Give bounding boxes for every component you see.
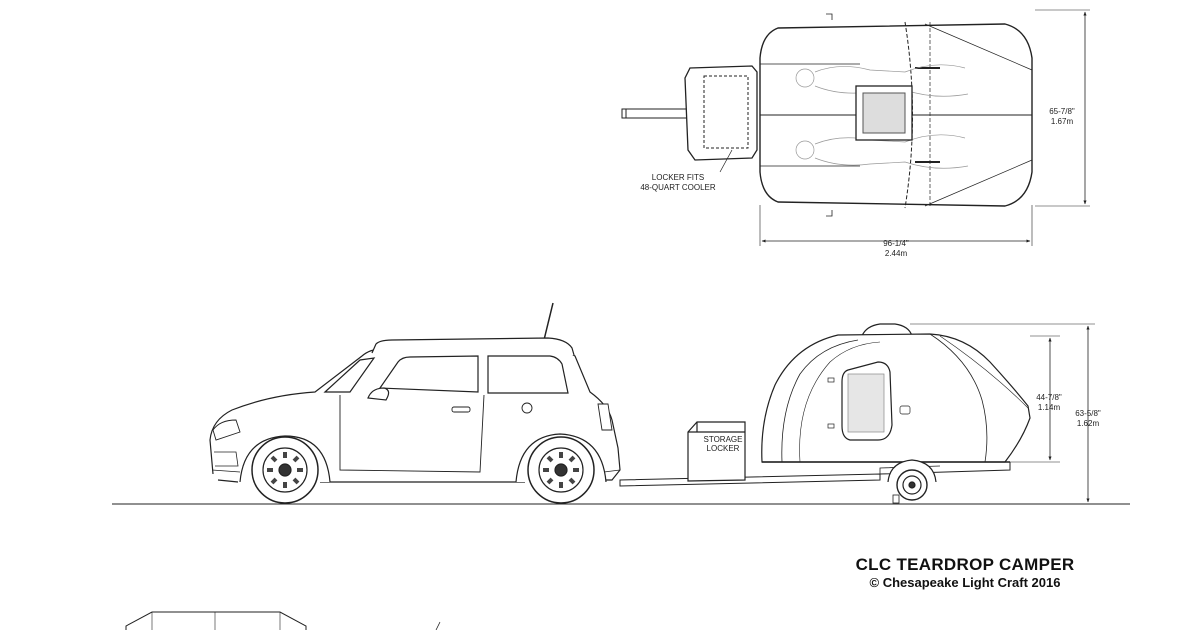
body-height-dimension (1010, 335, 1060, 463)
length-dimension (759, 205, 1033, 246)
trailer-tongue-plan (621, 108, 693, 119)
storage-locker-label-line1: STORAGE (704, 435, 743, 444)
length-metric-label: 2.44m (885, 249, 908, 258)
car-front-wheel (251, 436, 319, 504)
body-height-imperial-label: 44-7/8" (1036, 393, 1062, 402)
camper-body-side (761, 323, 1031, 475)
camper-wheel (887, 459, 937, 504)
width-imperial-label: 65-7/8" (1049, 107, 1075, 116)
locker-note-line1: LOCKER FITS (652, 173, 704, 182)
copyright-line: © Chesapeake Light Craft 2016 (869, 575, 1061, 590)
width-metric-label: 1.67m (1051, 117, 1074, 126)
side-view (112, 302, 1130, 505)
drawing-title: CLC TEARDROP CAMPER (855, 555, 1075, 574)
total-height-imperial-label: 63-5/8" (1075, 409, 1101, 418)
total-height-dimension (910, 323, 1095, 505)
storage-locker-plan (684, 65, 758, 161)
car-rear-wheel (527, 436, 595, 504)
length-imperial-label: 96-1/4" (883, 239, 909, 248)
trailer-tongue-side (619, 473, 881, 487)
total-height-metric-label: 1.62m (1077, 419, 1100, 428)
title-block: CLC TEARDROP CAMPER © Chesapeake Light C… (830, 555, 1100, 591)
locker-note-line2: 48-QUART COOLER (640, 183, 716, 192)
body-height-metric-label: 1.14m (1038, 403, 1061, 412)
partial-view-cropped (125, 611, 441, 630)
roof-hatch-plan (855, 85, 913, 141)
storage-locker-label-line2: LOCKER (707, 444, 740, 453)
width-dimension (1035, 9, 1090, 207)
top-view (621, 9, 1090, 246)
camper-body-plan (759, 13, 1033, 217)
storage-locker-side (687, 421, 746, 482)
